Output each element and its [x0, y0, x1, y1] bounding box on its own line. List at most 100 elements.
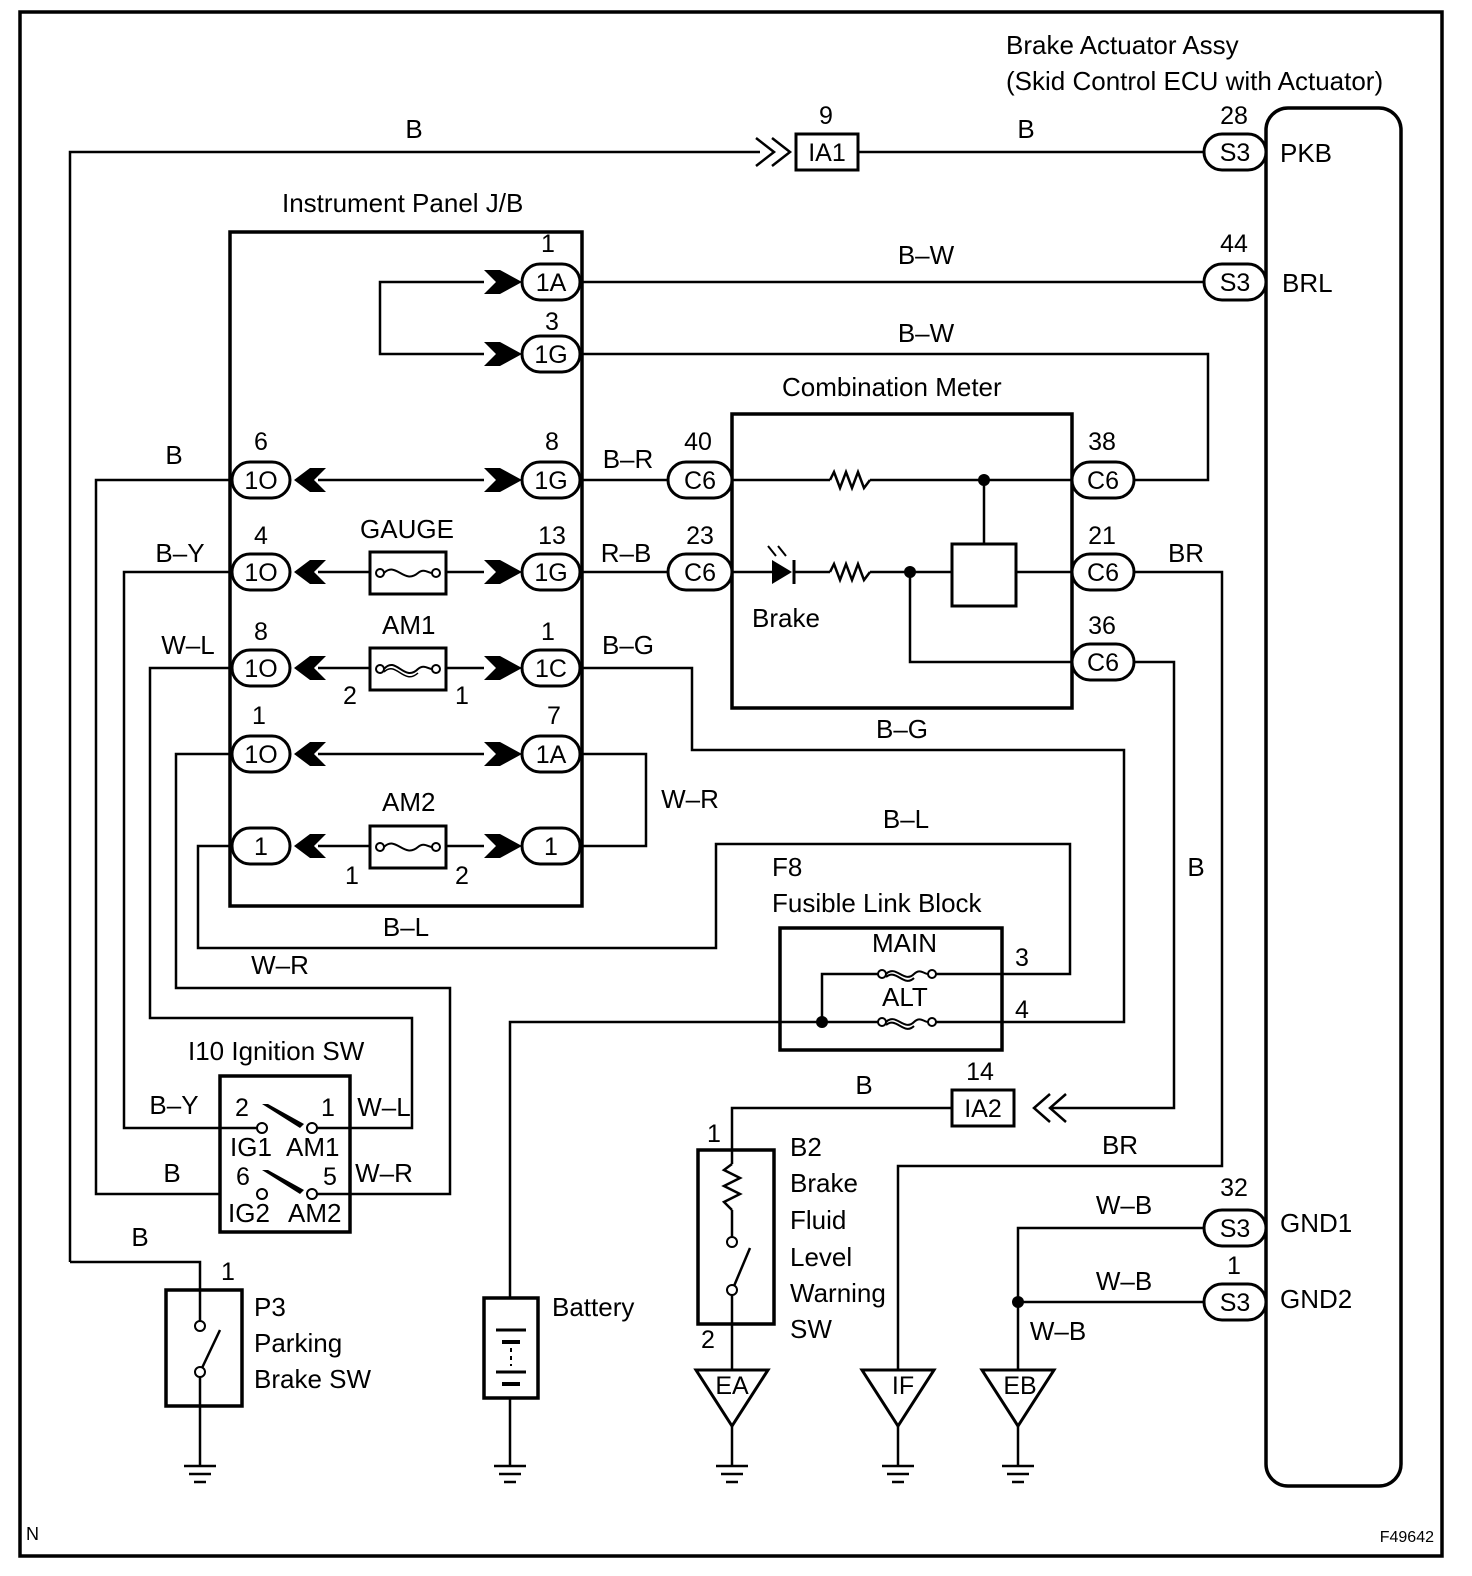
wire-label: W–L	[161, 630, 214, 660]
ground-icon	[1002, 1464, 1034, 1484]
wire-label: BR	[1102, 1130, 1138, 1160]
wire-label: W–B	[1096, 1266, 1152, 1296]
conn-1o-8: 1O	[230, 648, 292, 688]
pin-number: 1	[221, 1258, 235, 1286]
pin-brl: BRL	[1282, 268, 1333, 298]
ig-terminal-ig2: IG2	[228, 1198, 270, 1228]
pin-number: 2	[701, 1326, 715, 1354]
b2-id: B2	[790, 1132, 822, 1162]
fuse-am1-label: AM1	[382, 610, 435, 640]
conn-s3-gnd2: S3	[1202, 1282, 1268, 1322]
b2-line5: SW	[790, 1314, 832, 1344]
ig-terminal-ig1: IG1	[230, 1132, 272, 1162]
ground-icon	[494, 1464, 526, 1484]
wire-label: B–R	[603, 444, 654, 474]
conn-1o-4: 1O	[230, 552, 292, 592]
pin-number: 8	[254, 618, 268, 646]
junction-dots	[816, 474, 1024, 1308]
svg-text:EA: EA	[715, 1372, 749, 1400]
pin-number: 40	[684, 428, 712, 456]
svg-text:S3: S3	[1220, 1289, 1251, 1317]
svg-text:1O: 1O	[244, 655, 277, 683]
svg-text:1G: 1G	[534, 467, 567, 495]
pin-number: 7	[547, 702, 561, 730]
fl-title: Fusible Link Block	[772, 888, 983, 918]
svg-text:C6: C6	[1087, 467, 1119, 495]
b2-line4: Warning	[790, 1278, 886, 1308]
pin-number: 1	[707, 1120, 721, 1148]
pin-number: 3	[1015, 944, 1029, 972]
pin-number: 1	[455, 682, 469, 710]
pin-number: 2	[343, 682, 357, 710]
meter-gauge-box	[950, 542, 1018, 608]
pin-number: 21	[1088, 522, 1116, 550]
pin-gnd1: GND1	[1280, 1208, 1352, 1238]
svg-text:1A: 1A	[536, 269, 567, 297]
footer-right: F49642	[1380, 1529, 1434, 1546]
svg-text:1O: 1O	[244, 467, 277, 495]
conn-1a-7: 1A	[520, 734, 582, 774]
wire-label: R–B	[601, 538, 652, 568]
conn-1o-1: 1O	[230, 734, 292, 774]
wire-label: BR	[1168, 538, 1204, 568]
b2-resistor	[721, 1163, 743, 1211]
p3-id: P3	[254, 1292, 286, 1322]
pin-number: 1	[345, 862, 359, 890]
svg-text:1: 1	[254, 833, 268, 861]
wire-label: B	[405, 114, 422, 144]
instrument-panel-jb: Instrument Panel J/B GAUGE AM1 AM2	[228, 188, 584, 908]
fuse-am1: AM1	[368, 610, 448, 692]
conn-ia2: IA2	[950, 1088, 1016, 1128]
pin-number: 44	[1220, 230, 1248, 258]
pin-number: 13	[538, 522, 566, 550]
wire-color-labels: B B B–W B–W B B–R B–Y R–B BR W–L B–G B–G…	[131, 114, 1204, 1346]
b2-line2: Fluid	[790, 1205, 846, 1235]
conn-s3-brl: S3	[1202, 262, 1268, 302]
pin-number: 36	[1088, 612, 1116, 640]
pin-number: 6	[254, 428, 268, 456]
wire-label: B	[1187, 852, 1204, 882]
inline-arrows	[755, 137, 1067, 1123]
conn-c6-36: C6	[1070, 642, 1136, 682]
svg-text:C6: C6	[1087, 559, 1119, 587]
wire-label: B	[163, 1158, 180, 1188]
ground-icon	[184, 1464, 216, 1484]
pin-number: 9	[819, 102, 833, 130]
conn-ia1: IA1	[794, 132, 860, 172]
ig-terminal-am1: AM1	[286, 1132, 339, 1162]
connector-arrows	[294, 270, 522, 858]
battery: Battery	[482, 1292, 634, 1400]
meter-resistor-2	[828, 560, 871, 584]
wire-label: B–L	[883, 804, 929, 834]
conn-c6-38: C6	[1070, 460, 1136, 500]
svg-text:IF: IF	[892, 1372, 914, 1400]
svg-text:1O: 1O	[244, 559, 277, 587]
conn-s3-pkb: S3	[1202, 132, 1268, 172]
wire-label: B–L	[383, 912, 429, 942]
conn-c6-40: C6	[666, 460, 734, 500]
fl-main: MAIN	[872, 928, 937, 958]
svg-text:S3: S3	[1220, 139, 1251, 167]
svg-text:IA2: IA2	[964, 1095, 1002, 1123]
battery-label: Battery	[552, 1292, 634, 1322]
diagram-frame	[18, 10, 1444, 1558]
pin-number: 1	[541, 618, 555, 646]
svg-text:1A: 1A	[536, 741, 567, 769]
wires	[68, 150, 1224, 1466]
wire-label: B–G	[602, 630, 654, 660]
wire-label: B	[131, 1222, 148, 1252]
parking-brake-switch: P3 Parking Brake SW	[164, 1288, 371, 1408]
footer-left: N	[26, 1524, 39, 1544]
svg-text:S3: S3	[1220, 1215, 1251, 1243]
wire-label: B	[1017, 114, 1034, 144]
conn-1g-top: 1G	[520, 334, 582, 374]
pin-pkb: PKB	[1280, 138, 1332, 168]
ground-points: EA IF EB	[693, 1368, 1057, 1429]
pin-number: 2	[455, 862, 469, 890]
conn-1-right: 1	[520, 826, 582, 866]
pin-number: 1	[541, 230, 555, 258]
fuse-gauge: GAUGE	[360, 514, 454, 596]
b2-line1: Brake	[790, 1168, 858, 1198]
wire-label: B–G	[876, 714, 928, 744]
